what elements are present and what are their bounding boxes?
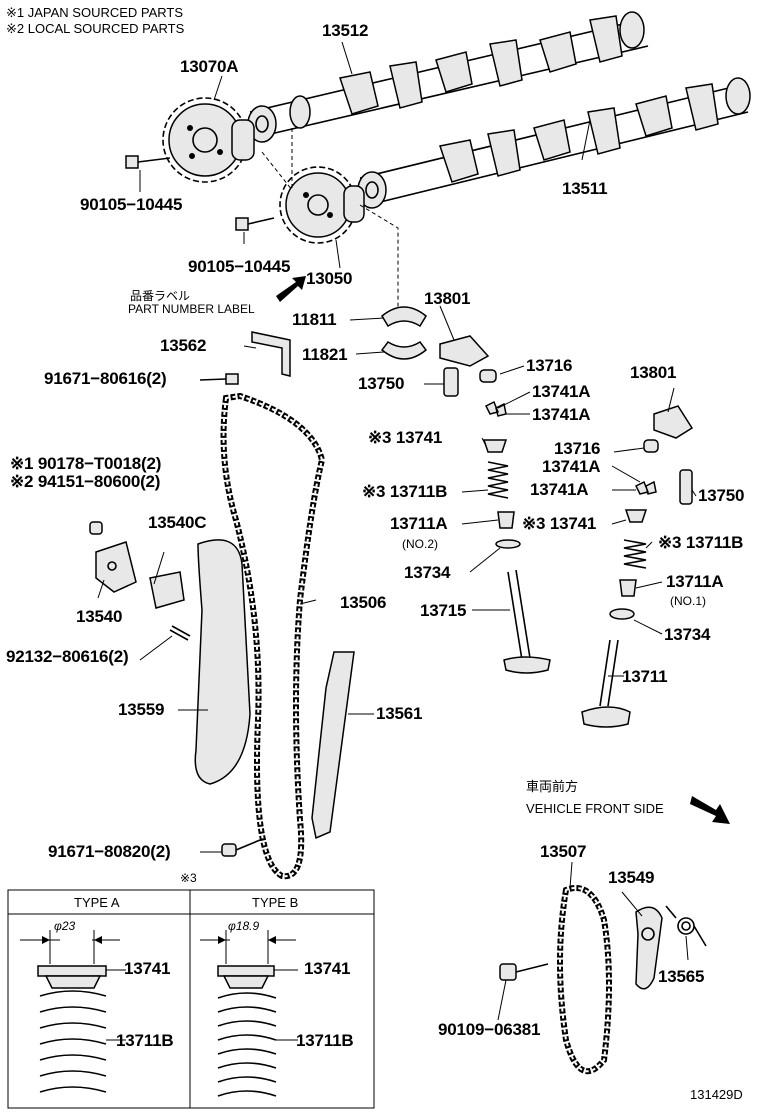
camshaft-exhaust (247, 11, 649, 143)
part-13070A: 13070A (180, 57, 239, 76)
arrow-icon (690, 796, 730, 824)
part-number-label-en: PART NUMBER LABEL (128, 302, 255, 316)
front-side-jp: 車両前方 (526, 779, 579, 794)
part-11811: 11811 (292, 310, 337, 329)
part-13549: 13549 (608, 868, 655, 887)
valve (503, 569, 631, 728)
part-90109: 90109−06381 (438, 1020, 541, 1039)
part-13711: 13711 (622, 667, 668, 686)
legend-line-2: ※2 LOCAL SOURCED PARTS (6, 21, 185, 36)
note-no1: (NO.1) (670, 594, 706, 608)
part-13741-a: ※3 13741 (368, 428, 443, 447)
type-a-part-13711B: 13711B (116, 1031, 174, 1050)
inset-box (7, 889, 375, 1109)
part-13506: 13506 (340, 593, 387, 612)
note-no2: (NO.2) (402, 537, 438, 551)
part-13050: 13050 (306, 269, 353, 288)
part-13711B-b: ※3 13711B (658, 533, 744, 552)
part-13711B-a: ※3 13711B (362, 482, 448, 501)
legend-line-1: ※1 JAPAN SOURCED PARTS (6, 5, 184, 20)
part-13734-b: 13734 (664, 625, 711, 644)
part-13559: 13559 (118, 700, 165, 719)
part-13801-a: 13801 (424, 289, 471, 308)
part-13507: 13507 (540, 842, 587, 861)
part-11821: 11821 (302, 345, 348, 364)
part-13511: 13511 (562, 179, 608, 198)
part-13512: 13512 (322, 21, 369, 40)
part-13711A-b: 13711A (666, 572, 724, 591)
type-b-part-13741: 13741 (304, 959, 351, 978)
part-91671-80820: 91671−80820(2) (48, 842, 171, 861)
type-b-diameter: φ18.9 (228, 919, 260, 933)
front-side-en: VEHICLE FRONT SIDE (526, 801, 664, 816)
timing-chain (220, 392, 326, 880)
part-94151: ※2 94151−80600(2) (10, 472, 161, 491)
type-b-title: TYPE B (252, 895, 299, 910)
part-13561: 13561 (376, 704, 423, 723)
part-92132: 92132−80616(2) (6, 647, 129, 666)
part-13565: 13565 (658, 967, 705, 986)
arrow-icon (276, 276, 306, 302)
part-91671-80616: 91671−80616(2) (44, 369, 167, 388)
part-13562: 13562 (160, 336, 207, 355)
camshaft-intake (357, 77, 751, 209)
part-13801-b: 13801 (630, 363, 677, 382)
sprocket-13070A (162, 97, 255, 183)
part-13741-b: ※3 13741 (522, 514, 597, 533)
part-number-label-jp: 品番ラベル (130, 289, 191, 303)
type-a-diameter: φ23 (54, 919, 76, 933)
part-13741A-3: 13741A (542, 457, 601, 476)
part-13715: 13715 (420, 601, 467, 620)
type-a-title: TYPE A (74, 895, 120, 910)
part-13750-a: 13750 (358, 374, 405, 393)
part-13716-a: 13716 (526, 356, 573, 375)
type-b-part-13711B: 13711B (296, 1031, 354, 1050)
part-90178: ※1 90178−T0018(2) (10, 454, 162, 473)
part-13711A-a: 13711A (390, 514, 448, 533)
leader-lines (97, 41, 697, 1021)
note-3: ※3 (180, 871, 197, 885)
part-13540: 13540 (76, 607, 123, 626)
part-13734-a: 13734 (404, 563, 451, 582)
part-13741A-4: 13741A (530, 480, 589, 499)
part-13741A-2: 13741A (532, 405, 591, 424)
part-13716-b: 13716 (554, 439, 601, 458)
part-13540C: 13540C (148, 513, 207, 532)
part-13741A-1: 13741A (532, 382, 591, 401)
bolt-90105 (125, 155, 275, 231)
type-a-part-13741: 13741 (124, 959, 171, 978)
sprocket-13050 (279, 166, 365, 244)
part-90105-a: 90105−10445 (80, 195, 183, 214)
figure-number: 131429D (690, 1087, 743, 1102)
part-13750-b: 13750 (698, 486, 745, 505)
part-90105-b: 90105−10445 (188, 257, 291, 276)
